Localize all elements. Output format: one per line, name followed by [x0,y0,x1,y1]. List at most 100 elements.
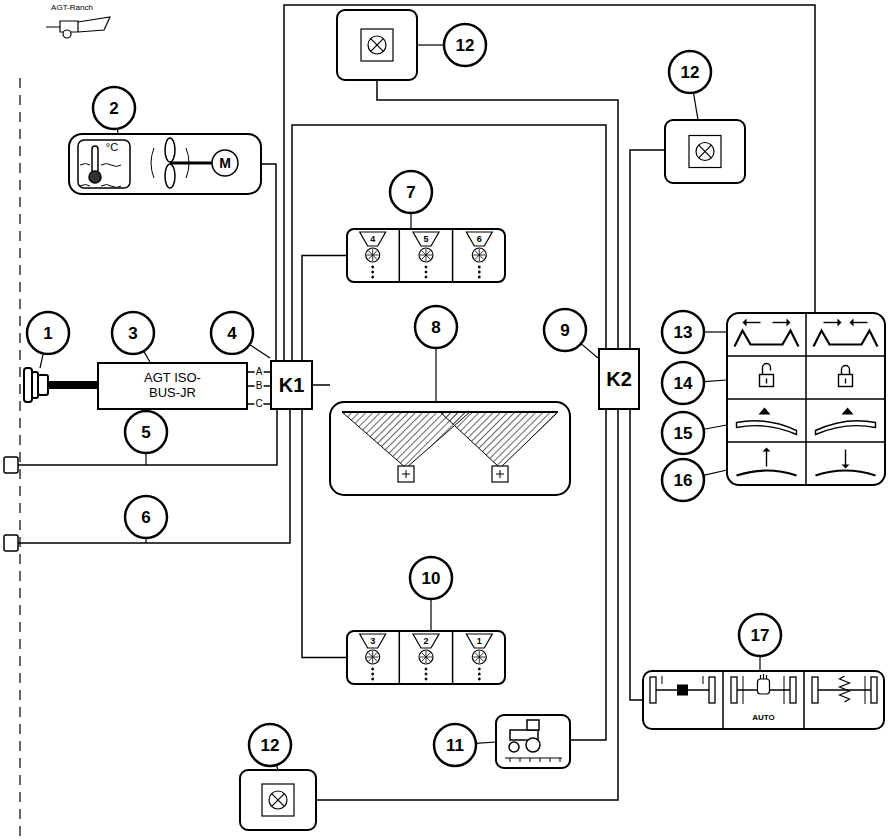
callout-number: 8 [431,319,440,336]
boom-control-panel [816,471,876,476]
boom-control-panel [845,450,846,467]
section-valve-icons [360,634,386,648]
section-valve-icons [372,271,374,273]
symbol-text: 2 [423,637,428,646]
symbol-text: 4 [370,235,375,244]
boom-control-panel [763,448,771,452]
boom-control-panel [743,319,747,327]
boom-control-panel [845,379,846,384]
leader-line [704,425,727,429]
callout-number: 12 [261,737,280,754]
leader-line [250,345,270,358]
boom-control-panel [727,398,885,400]
callout-number: 15 [674,425,693,442]
warning-lamp [361,29,393,61]
boom-control-panel [766,450,767,467]
boom-control-panel [787,319,791,327]
leader-line [581,344,598,358]
tractor-speed-icon [526,738,540,752]
section-valve-icons [372,673,374,675]
signal-plug [4,535,18,551]
box-label: K2 [606,368,632,391]
callout-circle [544,309,586,351]
warning-lamp [696,143,714,161]
fan-module-icon [165,138,175,162]
control-unit-box: AGT ISO-BUS-JR [97,362,248,410]
section-valve-icons [478,266,480,268]
fan-module-icon [78,138,238,188]
tractor-speed-icon [496,715,570,768]
isobus-plug [48,381,97,389]
callout-number: 10 [422,570,441,587]
axle-control-icons [784,676,785,704]
axle-control-icons [865,676,866,704]
tractor-speed-icon [496,715,570,768]
section-valve-icons [425,266,427,268]
section-valve-icons [372,668,374,670]
section-valve-icons [372,276,374,278]
signal-plug [4,457,18,551]
callout-number: 12 [456,37,475,54]
callout-circle [739,614,781,656]
section-valve-icons [466,634,492,648]
section-valve-icons [399,630,401,685]
warning-lamp [371,39,384,52]
signal-name: C [254,399,263,409]
leader-line [144,351,150,362]
section-valve-icons [360,630,493,685]
callout-circle [410,557,452,599]
boom-control-panel [763,364,771,375]
section-valve-icons [422,251,430,259]
callout-number: 4 [227,325,236,342]
boom-control-panel [814,319,878,347]
callout-circle [662,459,704,501]
section-valve-icons [413,634,439,648]
boom-control-panel [838,319,842,327]
callout-number: 17 [751,627,770,644]
axle-control-icons [840,676,850,702]
fan-module-icon [92,146,98,173]
leader-line [476,742,496,743]
leader-line [410,213,411,228]
section-valve-icons [425,673,427,675]
symbol-text: 5 [423,235,428,244]
section-valve-icons [366,248,380,262]
section-valve-icons [360,232,386,246]
leader-line [703,470,727,475]
fan-module-icon [80,164,121,188]
boom-control-panel [735,319,799,347]
leader-line [759,656,760,670]
wire [630,150,665,348]
callout-number: 16 [674,472,693,489]
wire-connector [630,410,642,700]
callout-number: 12 [681,64,700,81]
callout-number: 9 [560,322,569,339]
section-valve-icons [466,232,492,246]
leader-line [145,453,146,465]
axle-control-icons [650,677,656,703]
section-valve-icons [478,673,480,675]
isobus-plug [24,368,97,402]
warning-lamp [240,770,316,830]
implement-name: AGT-Ranch [51,4,93,12]
isobus-plug [24,368,32,402]
section-valve-icons [425,668,427,670]
fan-module-icon [78,140,130,188]
boom-control-panel [745,322,761,323]
boom-control-panel [839,366,853,387]
section-valve-icons [372,678,374,680]
section-valve-icons [368,251,376,259]
callout-number: 7 [406,184,415,201]
boom-control-panel [737,408,797,435]
section-valve-icons [422,653,430,661]
callout-circle [444,24,486,66]
callout-number: 3 [128,325,137,342]
callout-circle [211,312,253,354]
spray-boom-panel [440,412,558,468]
boom-control-panel [816,450,876,476]
warning-lamp [337,10,417,80]
section-panel: 456 [346,228,506,283]
callout-circle [662,412,704,454]
junction-box: K2 [598,348,640,410]
callout-number: 11 [446,737,464,754]
